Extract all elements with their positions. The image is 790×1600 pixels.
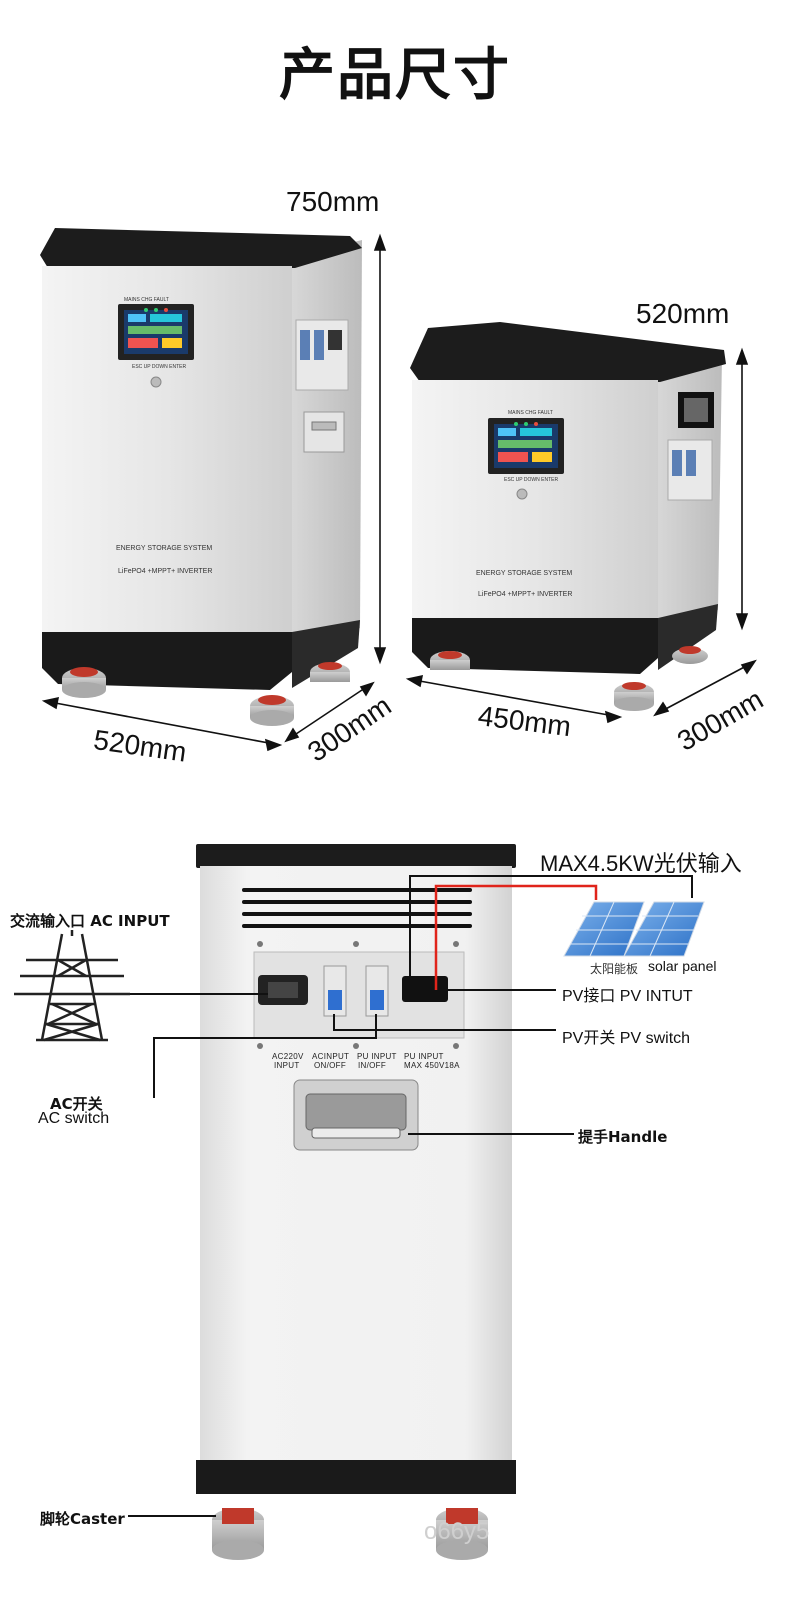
port-ac220-line1: AC220V: [272, 1052, 304, 1061]
rear-unit: [196, 844, 516, 1560]
solar-panel-en-label: solar panel: [648, 958, 717, 974]
port-pu-line1: PU INPUT: [357, 1052, 397, 1061]
port-ac220-line2: INPUT: [274, 1061, 300, 1070]
small-height-label: 520mm: [636, 298, 730, 329]
small-brand-line2: LiFePO4 +MPPT+ INVERTER: [478, 591, 573, 598]
large-unit: [40, 228, 362, 726]
solar-panel-cn-label: 太阳能板: [590, 962, 639, 976]
callout-lines: [128, 875, 693, 1517]
small-indicator-label: MAINS CHG FAULT: [508, 410, 553, 416]
pv-connector-label: PV接口 PV INTUT: [562, 988, 693, 1005]
caster-label: 脚轮Caster: [40, 1510, 125, 1528]
handle-label: 提手Handle: [578, 1128, 668, 1146]
small-dimension-arrows: [405, 347, 757, 724]
small-brand-line1: ENERGY STORAGE SYSTEM: [476, 570, 573, 577]
large-buttons-label: ESC UP DOWN ENTER: [132, 364, 187, 370]
small-unit: [410, 322, 726, 711]
port-acinput-line2: ON/OFF: [314, 1061, 347, 1070]
large-indicator-label: MAINS CHG FAULT: [124, 297, 169, 303]
solar-panel-icon: [563, 901, 705, 957]
watermark-text: o66y5: [424, 1518, 490, 1545]
ac-input-label: 交流输入口 AC INPUT: [10, 912, 170, 930]
ac-switch-en-label: AC switch: [38, 1110, 110, 1127]
large-brand-line2: LiFePO4 +MPPT+ INVERTER: [118, 568, 213, 575]
large-height-label: 750mm: [286, 186, 380, 217]
page-title: 产品尺寸: [279, 43, 511, 108]
ac-switch-cn-label: AC开关: [50, 1095, 103, 1113]
large-dimension-arrows: [41, 233, 387, 752]
port-pumax-line2: MAX 450V18A: [404, 1061, 460, 1070]
port-pumax-line1: PU INPUT: [404, 1052, 444, 1061]
port-pu-line2: IN/OFF: [358, 1061, 387, 1070]
power-tower-icon: [14, 930, 130, 1042]
pv-max-label: MAX4.5KW光伏输入: [540, 851, 742, 876]
port-acinput-line1: ACINPUT: [312, 1052, 350, 1061]
small-buttons-label: ESC UP DOWN ENTER: [504, 477, 559, 483]
large-brand-line1: ENERGY STORAGE SYSTEM: [116, 545, 213, 552]
pv-switch-label: PV开关 PV switch: [562, 1030, 691, 1047]
